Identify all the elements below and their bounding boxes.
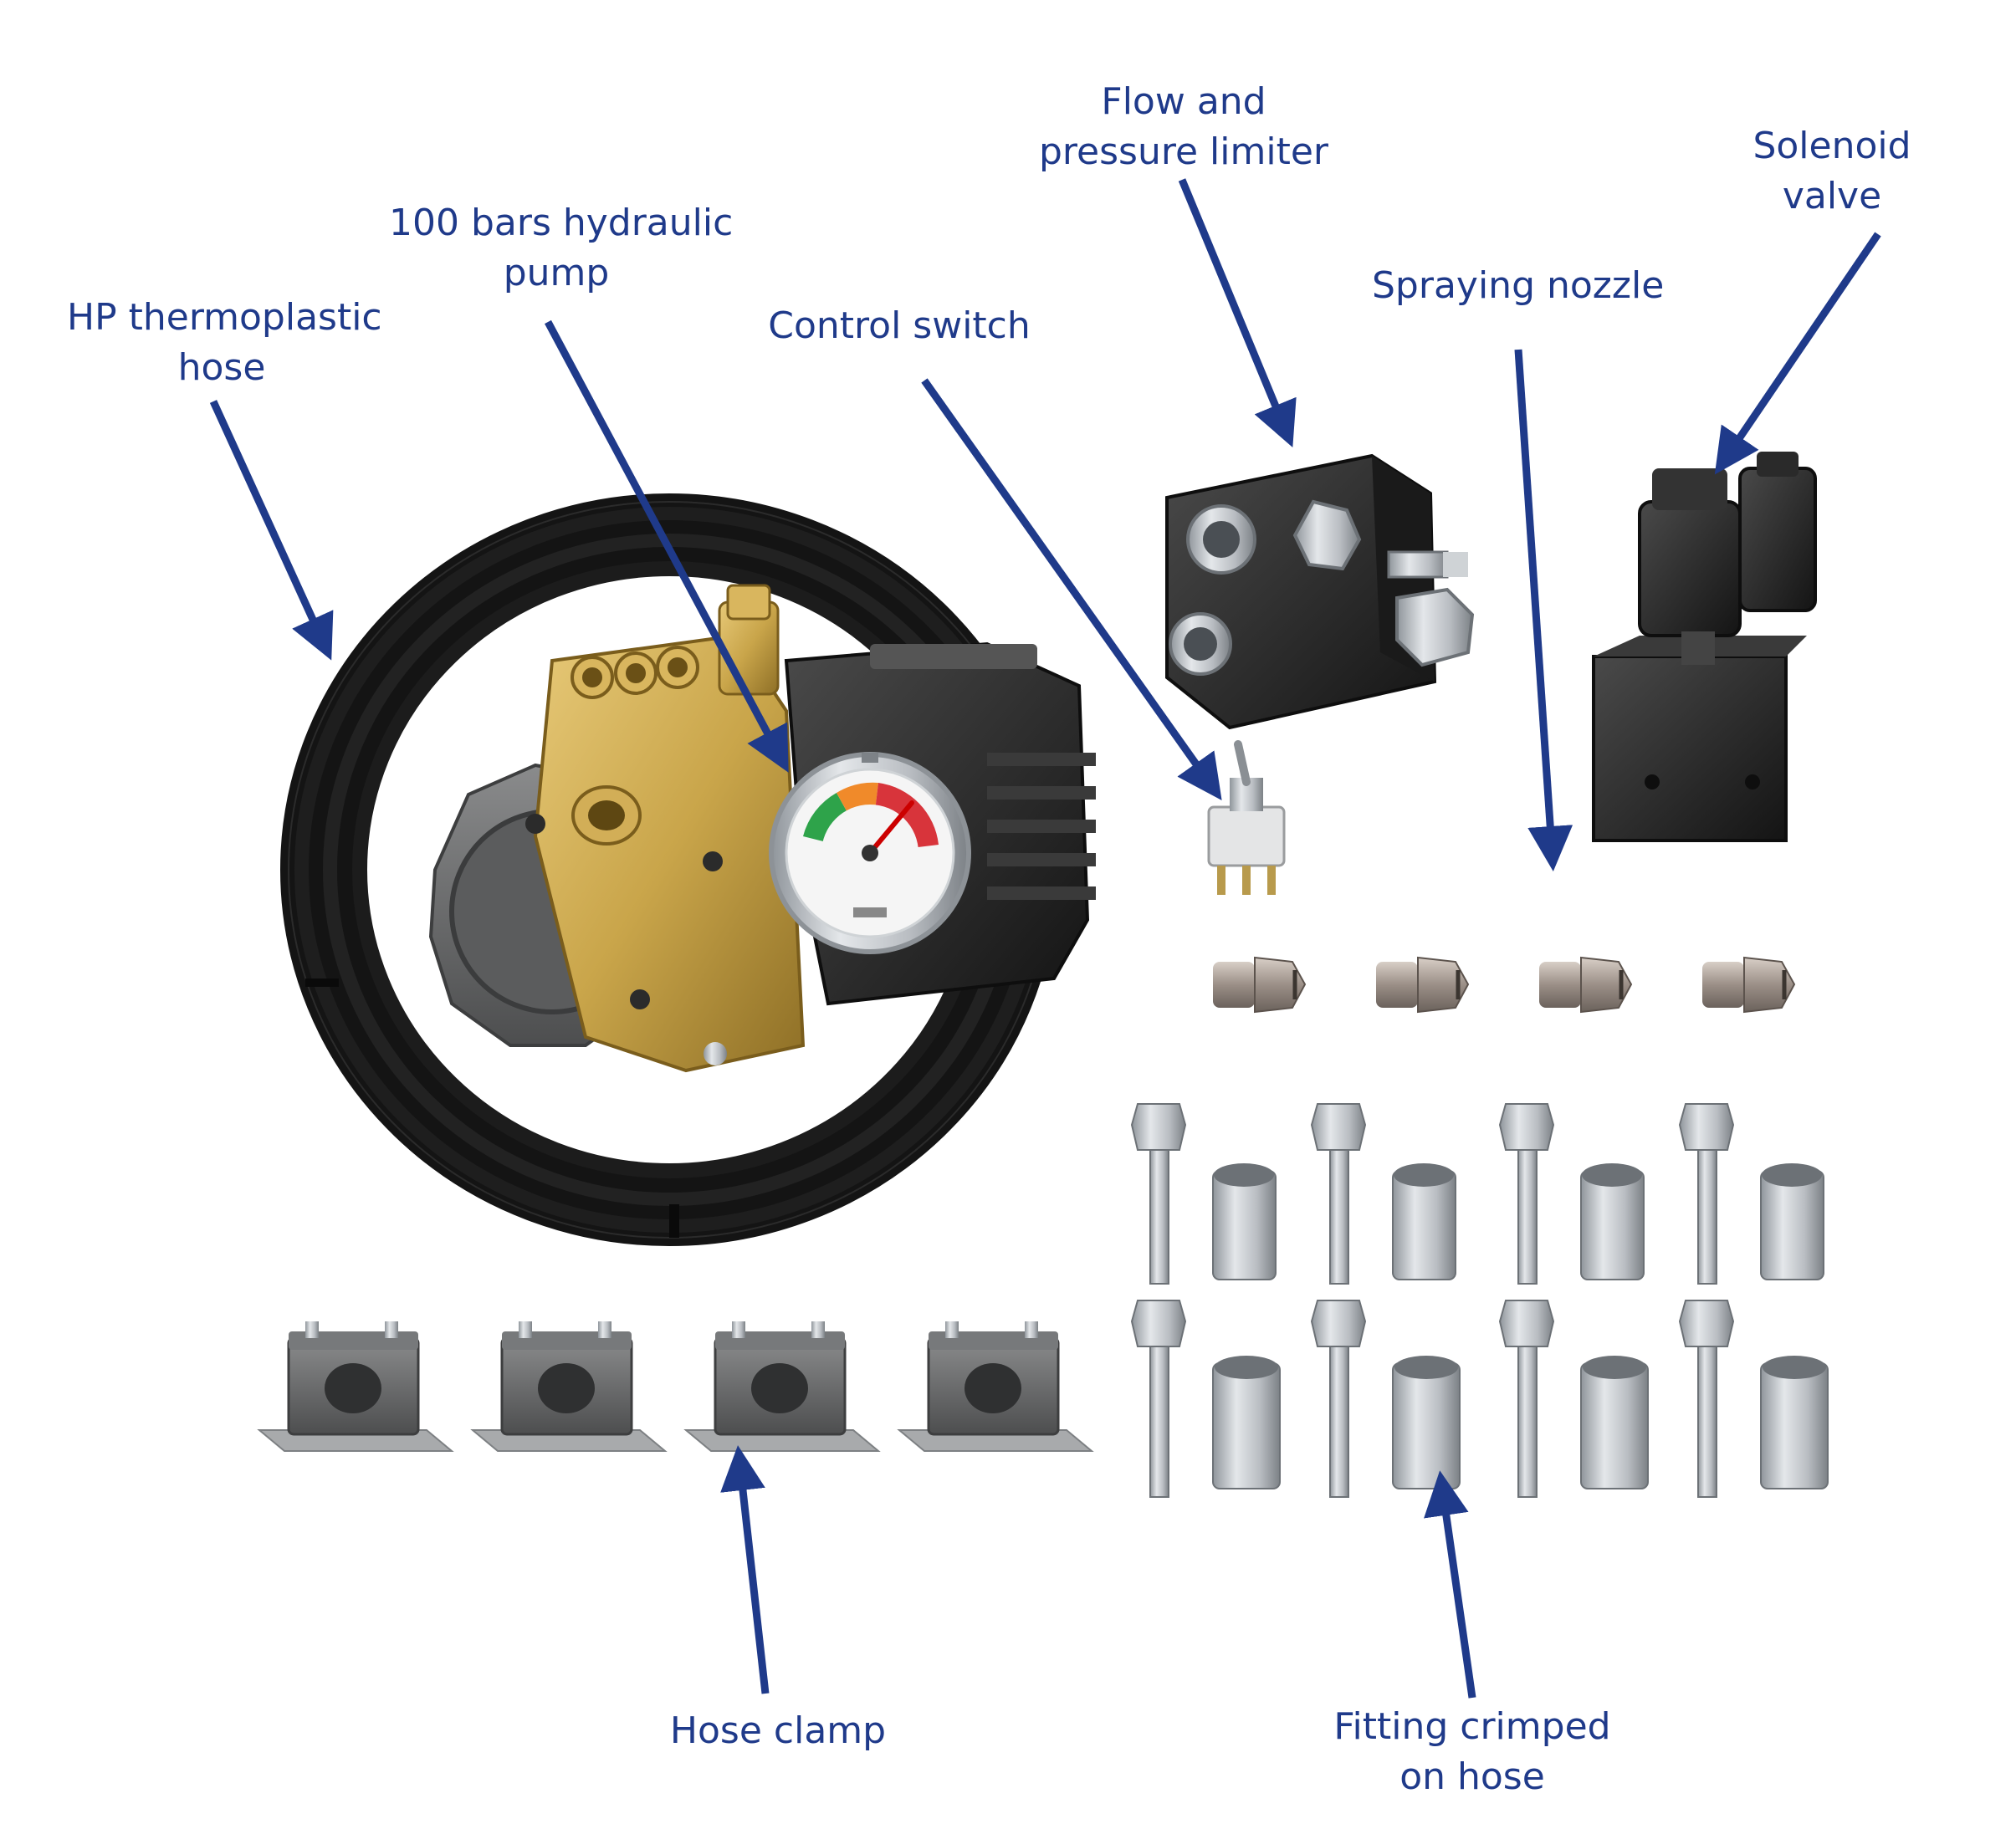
hydraulic-pump: [428, 584, 1096, 1073]
label-fitting: Fitting crimped on hose: [1330, 1702, 1614, 1802]
arrow-fitting: [1424, 1470, 1476, 1699]
label-hose-line2: hose: [177, 346, 266, 389]
hose-clamp: [257, 1321, 454, 1452]
arrow-solenoid: [1714, 232, 1881, 475]
label-pump: 100 bars hydraulic pump: [389, 198, 734, 299]
hose-clamps: [257, 1321, 1094, 1452]
arrow-control-switch: [921, 378, 1222, 801]
label-limiter-line1: Flow and: [1101, 80, 1266, 123]
label-limiter: Flow and pressure limiter: [1033, 77, 1334, 177]
label-clamp: Hose clamp: [652, 1706, 903, 1756]
label-fitting-line1: Fitting crimped: [1333, 1705, 1611, 1748]
control-switch: [1207, 740, 1286, 895]
label-pump-line2: pump: [503, 252, 610, 294]
arrow-hose: [209, 400, 334, 661]
label-nozzle-line1: Spraying nozzle: [1372, 264, 1665, 307]
label-fitting-line2: on hose: [1399, 1755, 1545, 1798]
hose-clamp: [683, 1321, 881, 1452]
fitting-pair: [1130, 1103, 1277, 1285]
nozzle: [1376, 956, 1470, 1014]
spraying-nozzles: [1213, 956, 1796, 1014]
hose-clamp: [897, 1321, 1094, 1452]
fitting-pair: [1678, 1300, 1829, 1498]
arrow-nozzle: [1514, 349, 1573, 871]
label-limiter-line2: pressure limiter: [1039, 130, 1328, 173]
solenoid-valve: [1592, 452, 1817, 842]
arrow-clamp: [720, 1445, 770, 1694]
fitting-pair: [1310, 1300, 1461, 1498]
label-hose: HP thermoplastic hose: [67, 293, 382, 393]
flow-pressure-limiter: [1165, 453, 1475, 730]
fitting-pair: [1678, 1103, 1824, 1285]
label-hose-line1: HP thermoplastic: [67, 296, 382, 339]
fitting-pair: [1130, 1300, 1281, 1498]
label-solenoid: Solenoid valve: [1740, 121, 1924, 222]
arrow-pump: [545, 319, 789, 773]
fitting-pair: [1310, 1103, 1456, 1285]
label-clamp-line1: Hose clamp: [669, 1709, 887, 1752]
nozzle: [1702, 956, 1796, 1014]
fitting-pair: [1498, 1103, 1645, 1285]
callout-arrows: [209, 178, 1881, 1699]
nozzle: [1539, 956, 1633, 1014]
label-control-switch: Control switch: [761, 301, 1037, 351]
label-control-switch-line1: Control switch: [768, 304, 1031, 347]
label-pump-line1: 100 bars hydraulic: [389, 202, 734, 244]
label-nozzle: Spraying nozzle: [1372, 261, 1665, 311]
fitting-pair: [1498, 1300, 1649, 1498]
label-solenoid-line1: Solenoid: [1752, 125, 1911, 167]
label-solenoid-line2: valve: [1782, 175, 1882, 217]
crimp-fittings: [1130, 1103, 1829, 1498]
hose-clamp: [470, 1321, 668, 1452]
arrow-limiter: [1178, 178, 1297, 447]
nozzle: [1213, 956, 1307, 1014]
